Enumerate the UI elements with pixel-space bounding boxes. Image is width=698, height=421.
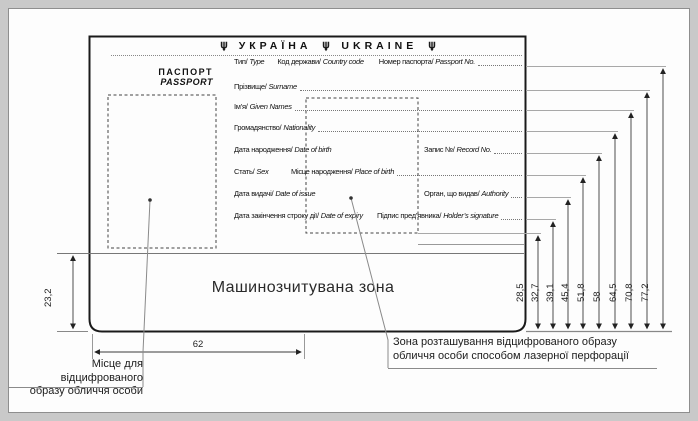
- field-row-type: Тип/Type Код держави/Country code Номер …: [89, 54, 522, 66]
- perforation-zone-annotation: Зона розташування відцифрованого образу …: [393, 336, 629, 362]
- trident-icon: [220, 41, 227, 51]
- field-row-nationality: Громадянство/Nationality: [89, 120, 522, 132]
- field-label-date-of-issue: Дата видачі/Date of issue: [234, 189, 316, 198]
- field-line: [397, 174, 522, 176]
- field-label-passport-no: Номер паспорта/Passport No.: [378, 57, 476, 66]
- dimension-photo-zone-width: 62: [192, 339, 204, 350]
- field-line: [478, 64, 522, 66]
- photo-area-annotation: Місце для відцифрованого образу обличчя …: [29, 358, 143, 397]
- dimension-field-height-8: 70,8: [624, 283, 635, 303]
- trident-icon: [429, 41, 436, 51]
- field-label-authority: Орган, що видав/Authority: [424, 189, 509, 198]
- dimension-field-height-1: 28,5: [515, 283, 526, 303]
- field-label-country-code: Код держави/Country code: [277, 57, 364, 66]
- dimension-field-height-9: 77,2: [640, 283, 651, 303]
- field-label-sex: Стать/Sex: [234, 167, 269, 176]
- dimension-field-height-5: 51,8: [576, 283, 587, 303]
- field-row-expiry-signature: Дата закінчення строку дії/Date of expir…: [89, 208, 522, 220]
- field-line: [501, 218, 522, 220]
- field-row-birth-record: Дата народження/Date of birth Запис №/Re…: [89, 142, 522, 154]
- field-row-sex-place: Стать/Sex Місце народження/Place of birt…: [89, 164, 522, 176]
- field-label-place-of-birth: Місце народження/Place of birth: [291, 167, 395, 176]
- field-label-holders-signature: Підпис пред’явника/Holder’s signature: [377, 211, 499, 220]
- dimension-field-height-4: 45,4: [560, 283, 571, 303]
- dimension-field-height-7: 64,5: [608, 283, 619, 303]
- passport-data-page: УКРАЇНА UKRAINE Тип/Type Код держави/Cou…: [89, 36, 525, 331]
- field-label-date-of-birth: Дата народження/Date of birth: [234, 145, 332, 154]
- field-row-surname: Прізвище/Surname: [89, 79, 522, 91]
- passport-header: УКРАЇНА UKRAINE: [89, 39, 525, 53]
- field-label-nationality: Громадянство/Nationality: [234, 123, 316, 132]
- field-row-issue-authority: Дата видачі/Date of issue Орган, що вида…: [89, 186, 522, 198]
- field-label-record-no: Запис №/Record No.: [424, 145, 492, 154]
- field-line: [511, 196, 522, 198]
- field-line: [318, 130, 522, 132]
- field-label-type: Тип/Type: [234, 57, 265, 66]
- country-name-en: UKRAINE: [339, 40, 420, 52]
- field-row-given-names: Ім’я/Given Names: [89, 99, 522, 111]
- country-name-ua: УКРАЇНА: [236, 40, 314, 52]
- field-label-surname: Прізвище/Surname: [234, 82, 297, 91]
- dimension-field-height-2: 32,7: [530, 283, 541, 303]
- field-label-date-of-expiry: Дата закінчення строку дії/Date of expir…: [234, 211, 363, 220]
- field-line: [494, 152, 522, 154]
- field-label-given-names: Ім’я/Given Names: [234, 102, 292, 111]
- trident-icon: [323, 41, 330, 51]
- machine-readable-zone-label: Машинозчитувана зона: [211, 279, 395, 296]
- field-line: [294, 109, 522, 111]
- dimension-field-height-6: 58: [592, 291, 603, 302]
- field-line: [299, 89, 522, 91]
- dimension-field-height-3: 39,1: [545, 283, 556, 303]
- dimension-mrz-height: 23,2: [43, 288, 54, 308]
